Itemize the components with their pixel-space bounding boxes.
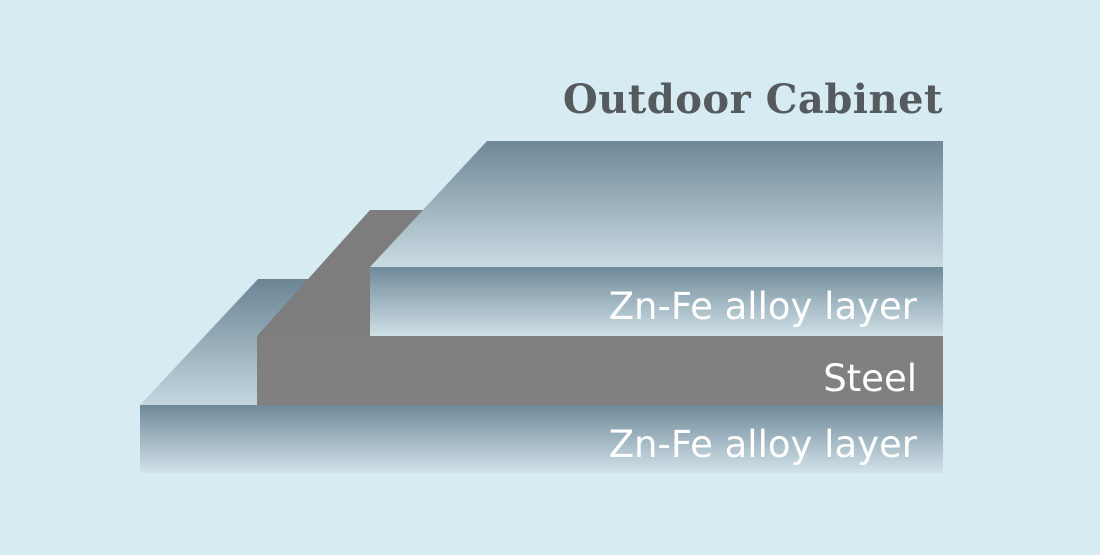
layer-label-top-alloy: Zn-Fe alloy layer: [608, 285, 917, 328]
top-alloy-layer-top-face: [370, 141, 943, 267]
diagram-title: Outdoor Cabinet: [562, 76, 943, 123]
top-alloy-layer-front: [370, 267, 943, 336]
layer-label-bottom-alloy: Zn-Fe alloy layer: [608, 423, 917, 466]
bottom-alloy-layer-front: [140, 405, 943, 473]
steel-layer-front: [257, 336, 943, 405]
layer-label-steel: Steel: [823, 357, 917, 400]
